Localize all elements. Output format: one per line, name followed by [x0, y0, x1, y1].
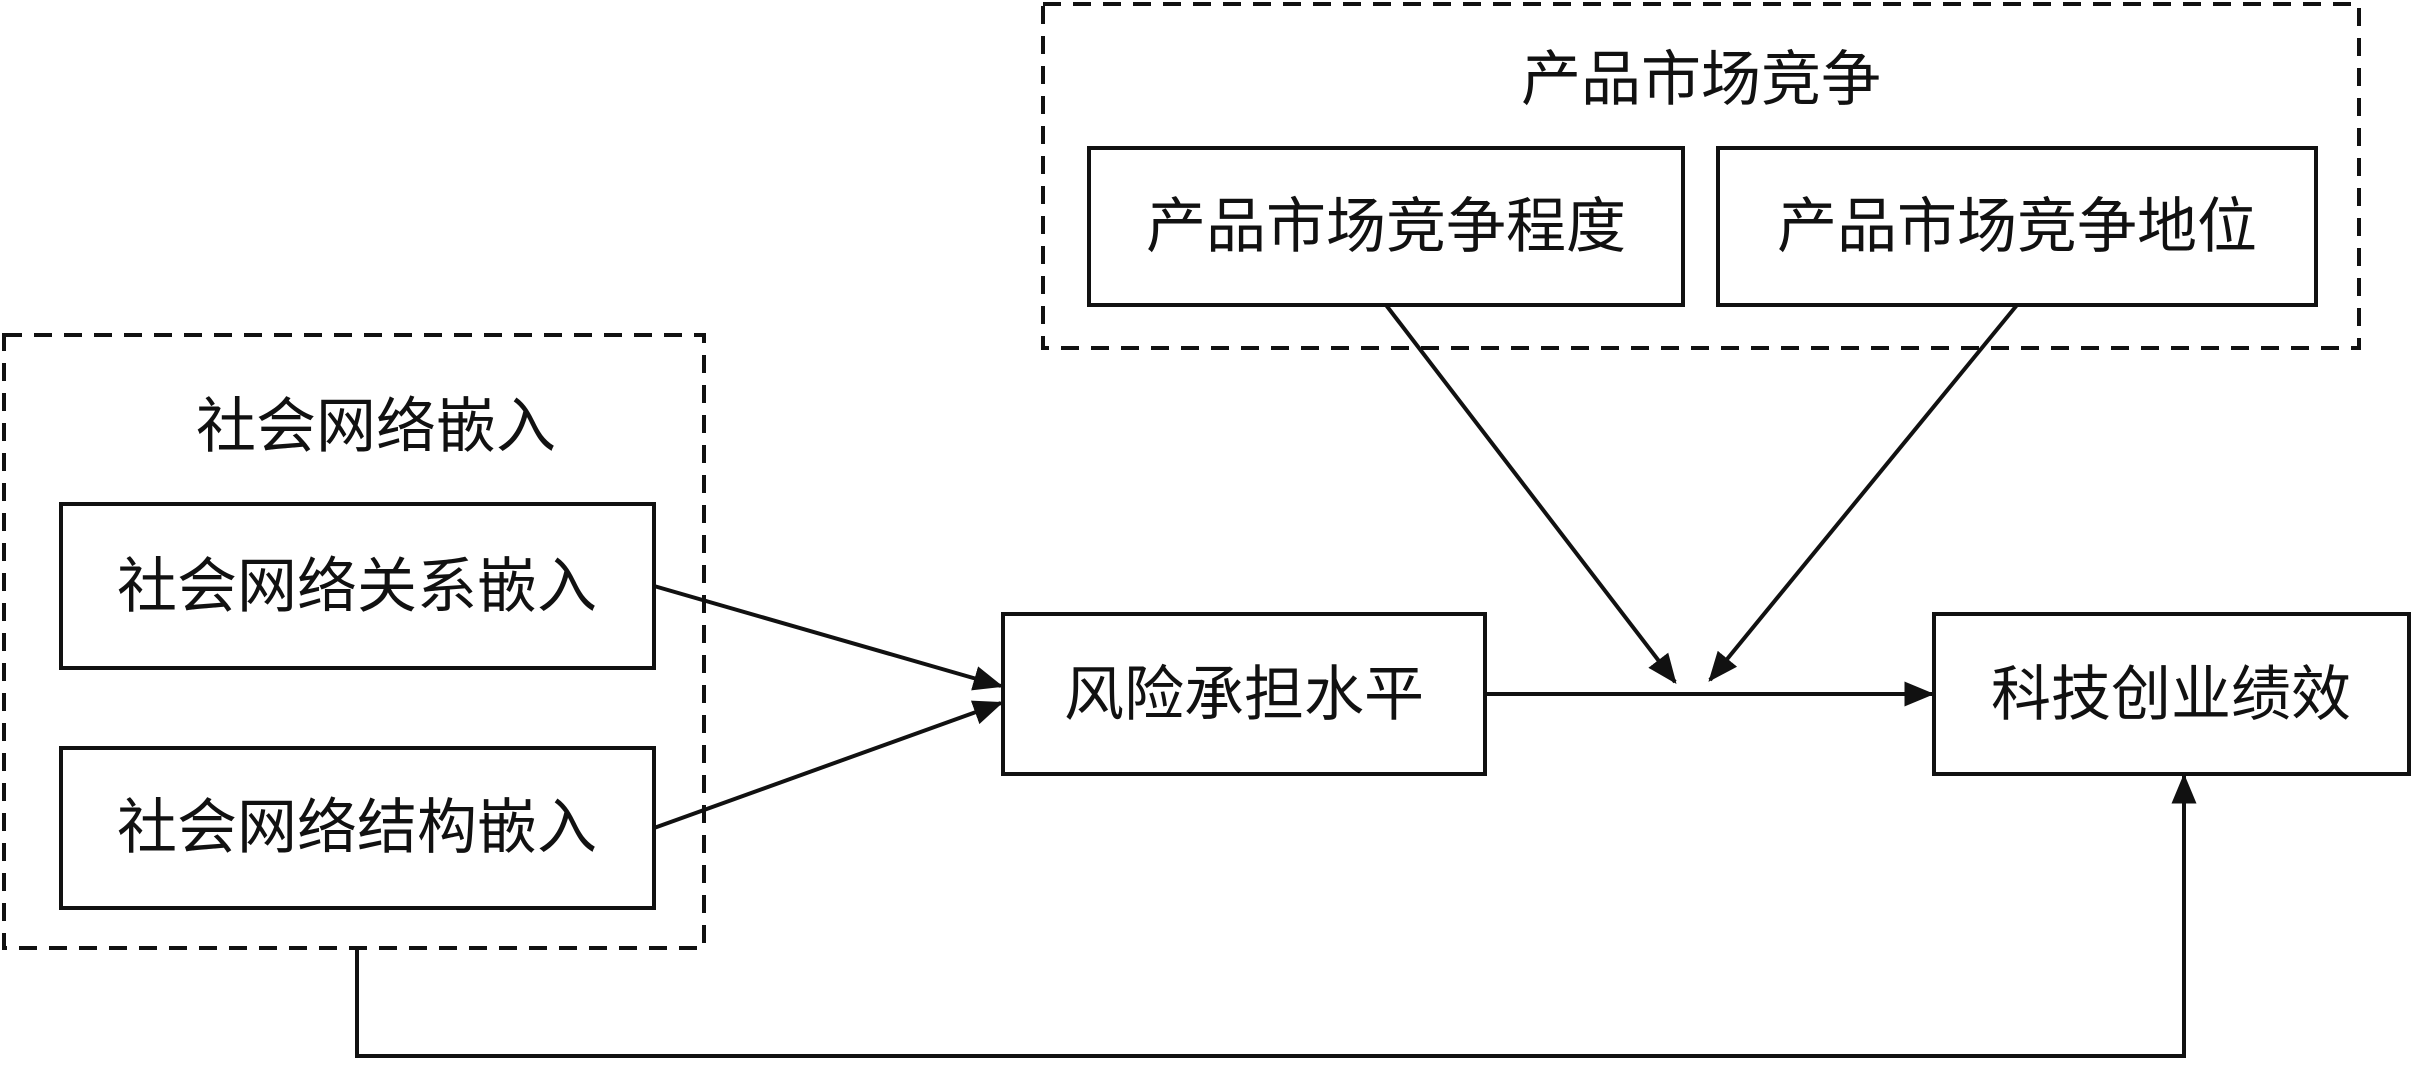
tech-performance-label: 科技创业绩效: [1991, 660, 2351, 730]
arrow-structural-to-risk: [653, 700, 1004, 830]
arrow-degree-moderation: [1384, 303, 1677, 684]
arrow-relational-to-risk: [653, 584, 1004, 691]
competition-group-title: 产品市场竞争: [1521, 45, 1881, 115]
network-group: 社会网络嵌入 社会网络关系嵌入 社会网络结构嵌入: [2, 333, 706, 950]
competition-degree-label: 产品市场竞争程度: [1146, 192, 1626, 262]
tech-performance-box: [1932, 612, 2411, 776]
network-group-title: 社会网络嵌入: [196, 392, 556, 462]
competition-position-box: [1716, 146, 2318, 307]
competition-position-label: 产品市场竞争地位: [1777, 192, 2257, 262]
risk-taking-box: [1001, 612, 1487, 776]
arrow-network-to-performance: [355, 773, 2197, 1058]
competition-group-border: [1041, 2, 2361, 350]
structural-embedding-label: 社会网络结构嵌入: [117, 793, 597, 863]
arrow-position-moderation: [1708, 303, 2019, 682]
relational-embedding-label: 社会网络关系嵌入: [117, 552, 597, 622]
network-group-border: [2, 333, 706, 950]
competition-degree-box: [1087, 146, 1685, 307]
competition-group: 产品市场竞争 产品市场竞争程度 产品市场竞争地位: [1041, 2, 2361, 350]
risk-taking-label: 风险承担水平: [1064, 660, 1424, 730]
